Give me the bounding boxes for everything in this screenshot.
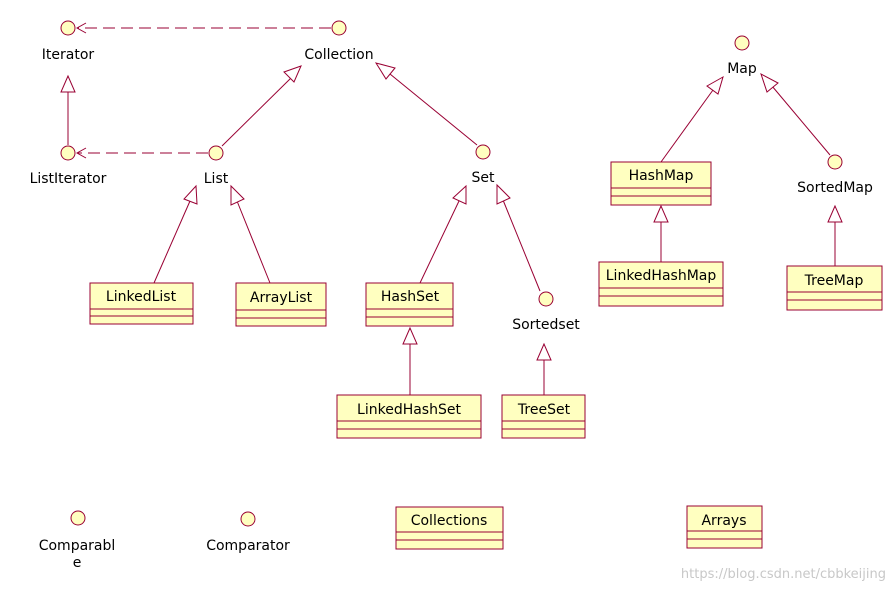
arrays-class: Arrays xyxy=(686,505,763,549)
comparator-interface-label: Comparator xyxy=(206,538,290,554)
comparable-interface-label-line1: Comparabl xyxy=(39,538,116,554)
collection-interface-circle xyxy=(331,20,347,36)
linkedhashset-class: LinkedHashSet xyxy=(336,394,482,439)
sortedset-interface-label: Sortedset xyxy=(512,317,580,333)
sortedmap-extends-map xyxy=(760,72,831,156)
comparator-interface-circle xyxy=(240,511,256,527)
map-interface-circle xyxy=(734,35,750,51)
arrays-class-name: Arrays xyxy=(701,513,746,529)
list-interface: List xyxy=(204,145,229,187)
treemap-class: TreeMap xyxy=(786,265,883,311)
hashmap-class-name: HashMap xyxy=(629,168,694,184)
arraylist-class-box xyxy=(235,282,327,327)
collections-class-name: Collections xyxy=(411,513,488,529)
arrays-class-box xyxy=(686,505,763,549)
linkedhashmap-class: LinkedHashMap xyxy=(598,261,724,307)
comparable-interface: Comparabl e xyxy=(39,510,116,571)
comparable-interface-label-line2: e xyxy=(73,555,82,571)
list-interface-circle xyxy=(208,145,224,161)
sortedmap-interface-label: SortedMap xyxy=(797,180,873,196)
iterator-interface-label: Iterator xyxy=(42,47,95,63)
sortedmap-interface-circle xyxy=(827,154,843,170)
hashmap-class-box xyxy=(610,161,712,206)
watermark-text: https://blog.csdn.net/cbbkeijing xyxy=(681,567,886,582)
linkedhashmap-extends-hashmap xyxy=(653,204,669,262)
treeset-implements-sortedset xyxy=(536,342,552,395)
arraylist-class: ArrayList xyxy=(235,282,327,327)
iterator-interface: Iterator xyxy=(42,20,95,63)
comparator-interface: Comparator xyxy=(206,511,290,554)
listiterator-interface-circle xyxy=(60,145,76,161)
iterator-interface-circle xyxy=(60,20,76,36)
hashmap-class: HashMap xyxy=(610,161,712,206)
comparable-interface-circle xyxy=(70,510,86,526)
linkedlist-class: LinkedList xyxy=(89,282,194,325)
treemap-implements-sortedmap xyxy=(827,204,843,266)
hashset-class-box xyxy=(365,282,454,327)
list-listiterator-dependency xyxy=(75,147,208,159)
list-interface-label: List xyxy=(204,171,229,187)
arraylist-implements-list xyxy=(230,184,271,284)
listiterator-extends-iterator xyxy=(60,74,76,145)
linkedhashset-class-name: LinkedHashSet xyxy=(357,402,461,418)
collection-interface: Collection xyxy=(304,20,374,63)
collection-interface-label: Collection xyxy=(304,47,373,63)
set-interface: Set xyxy=(472,144,496,186)
sortedset-interface: Sortedset xyxy=(512,291,580,333)
collections-class: Collections xyxy=(395,506,504,550)
collection-iterator-dependency xyxy=(75,22,331,34)
linkedlist-class-name: LinkedList xyxy=(106,289,177,305)
hashset-class: HashSet xyxy=(365,282,454,327)
linkedhashset-extends-hashset xyxy=(402,326,418,395)
linkedhashmap-class-box xyxy=(598,261,724,307)
sortedset-extends-set xyxy=(496,183,541,292)
list-extends-collection xyxy=(221,65,302,147)
treemap-class-box xyxy=(786,265,883,311)
set-interface-circle xyxy=(475,144,491,160)
sortedmap-interface: SortedMap xyxy=(797,154,873,196)
set-interface-label: Set xyxy=(472,170,496,186)
arraylist-class-name: ArrayList xyxy=(250,290,313,306)
set-extends-collection xyxy=(374,62,478,146)
treeset-class: TreeSet xyxy=(501,394,586,439)
listiterator-interface: ListIterator xyxy=(30,145,107,187)
treeset-class-name: TreeSet xyxy=(517,402,571,418)
hashset-implements-set xyxy=(419,184,467,284)
linkedhashmap-class-name: LinkedHashMap xyxy=(606,268,717,284)
sortedset-interface-circle xyxy=(538,291,554,307)
linkedlist-class-box xyxy=(89,282,194,325)
linkedlist-implements-list xyxy=(153,184,198,284)
map-interface: Map xyxy=(727,35,757,77)
treeset-class-box xyxy=(501,394,586,439)
hashmap-implements-map xyxy=(660,75,724,163)
linkedhashset-class-box xyxy=(336,394,482,439)
hashset-class-name: HashSet xyxy=(381,289,440,305)
listiterator-interface-label: ListIterator xyxy=(30,171,107,187)
map-interface-label: Map xyxy=(727,61,757,77)
collections-class-box xyxy=(395,506,504,550)
treemap-class-name: TreeMap xyxy=(804,273,864,289)
